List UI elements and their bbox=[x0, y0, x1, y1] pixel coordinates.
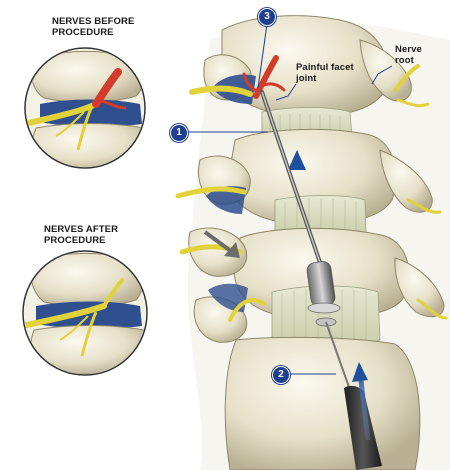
callout-badge-3: 3 bbox=[258, 8, 276, 26]
rf-probe bbox=[260, 90, 382, 470]
ligament-middle bbox=[206, 186, 246, 214]
label-nerve-root: Nerve root bbox=[395, 44, 422, 66]
probe-handle bbox=[344, 385, 382, 470]
inset-before bbox=[24, 47, 146, 169]
label-painful-facet-joint: Painful facet joint bbox=[296, 62, 354, 84]
leader-lines bbox=[184, 23, 393, 375]
callout-badge-1: 1 bbox=[170, 124, 188, 142]
label-nerves-after: NERVES AFTER PROCEDURE bbox=[44, 224, 119, 246]
inset-after bbox=[22, 250, 148, 376]
inflamed-nerve bbox=[242, 55, 286, 99]
left-arrow bbox=[203, 230, 234, 254]
sacrum bbox=[224, 336, 421, 470]
callout-badge-2: 2 bbox=[272, 366, 290, 384]
nerve-roots bbox=[175, 64, 448, 322]
label-nerves-before: NERVES BEFORE PROCEDURE bbox=[52, 16, 135, 38]
